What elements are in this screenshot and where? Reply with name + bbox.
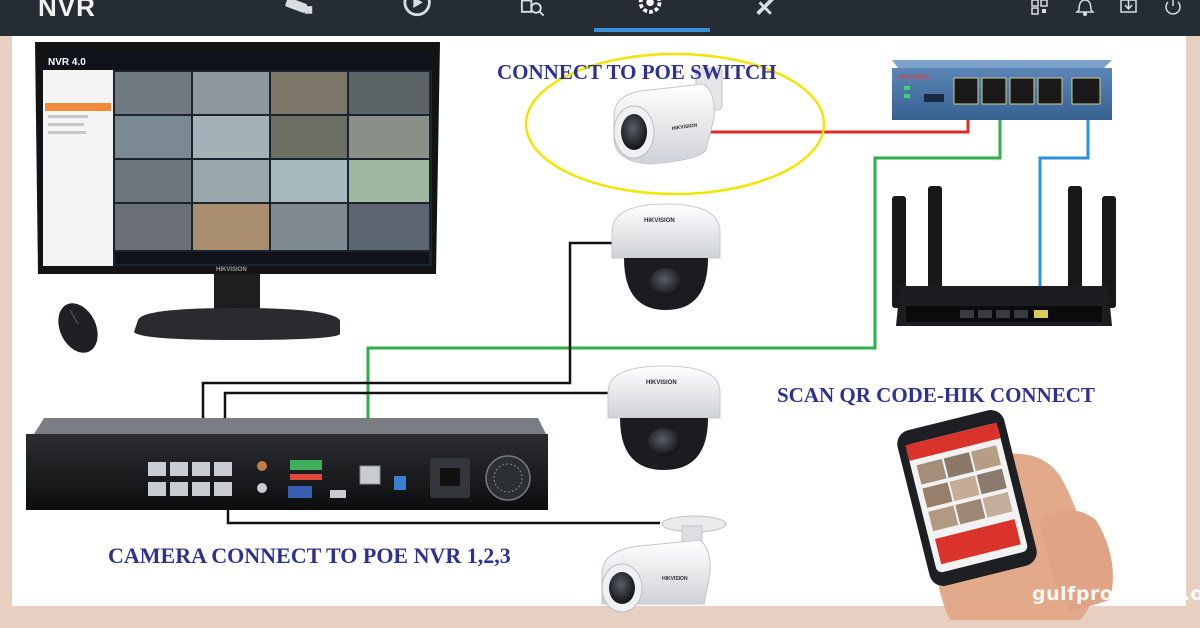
playback-icon[interactable]	[402, 0, 436, 18]
watermark: gulfprograms.or	[1032, 583, 1200, 605]
cable-green	[366, 108, 1002, 470]
camera-grid	[115, 72, 429, 250]
svg-text:HIKVISION: HIKVISION	[671, 122, 698, 132]
svg-text:HIKVISION: HIKVISION	[662, 576, 688, 582]
dome-camera-1: HIKVISION	[611, 203, 721, 310]
mouse	[58, 303, 98, 353]
bell-icon[interactable]	[1068, 0, 1102, 18]
download-icon[interactable]	[1112, 0, 1146, 18]
bullet-camera-bottom: HIKVISION	[601, 515, 727, 613]
svg-text:HIKVISION: HIKVISION	[646, 380, 677, 386]
camera-icon[interactable]	[282, 0, 316, 18]
settings-icon[interactable]	[634, 0, 668, 18]
label-scan-qr: SCAN QR CODE-HIK CONNECT	[777, 383, 1095, 407]
nvr-recorder	[26, 418, 548, 510]
screen-sidebar	[43, 70, 113, 266]
nvr-brand: NVR	[38, 0, 96, 22]
top-toolbar: NVR	[0, 0, 1200, 36]
cable-blue	[1038, 110, 1090, 318]
label-poe-switch: CONNECT TO POE SWITCH	[497, 60, 777, 84]
dome-camera-2: HIKVISION	[607, 365, 721, 470]
smartphone	[897, 410, 1113, 620]
highlight-ellipse	[524, 52, 826, 196]
active-tab-indicator	[594, 28, 710, 32]
tools-icon[interactable]	[752, 0, 786, 18]
nvr-poe-ports	[148, 462, 232, 496]
search-icon[interactable]	[520, 0, 554, 18]
poe-switch: HIKVISION	[892, 60, 1112, 120]
bullet-camera-top: HIKVISION	[613, 67, 723, 165]
monitor: NVR 4.0 HIKVISION	[35, 42, 440, 340]
svg-text:HIKVISION: HIKVISION	[216, 267, 247, 273]
qr-code-icon[interactable]	[1024, 0, 1058, 18]
svg-text:HIKVISION: HIKVISION	[644, 218, 675, 224]
power-icon[interactable]	[1156, 0, 1190, 18]
svg-text:HIKVISION: HIKVISION	[898, 75, 929, 81]
router	[892, 186, 1116, 326]
switch-ports	[953, 77, 1101, 105]
label-camera-nvr: CAMERA CONNECT TO POE NVR 1,2,3	[108, 543, 511, 568]
screen-title: NVR 4.0	[48, 57, 86, 68]
